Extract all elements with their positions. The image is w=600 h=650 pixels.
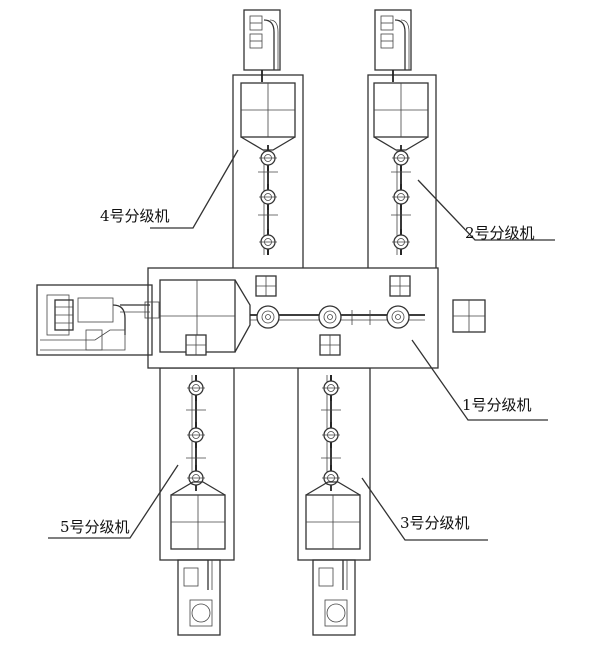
leader-lines (48, 149, 555, 541)
label-classifier-5: 5号分级机 (60, 518, 130, 536)
label-classifier-2: 2号分级机 (465, 224, 535, 242)
label-classifier-4: 4号分级机 (100, 207, 170, 225)
drive-motor-unit (36, 284, 160, 356)
classifier-2-unit (367, 9, 437, 271)
label-classifier-3: 3号分级机 (400, 514, 470, 532)
classifier-4-unit (232, 9, 304, 271)
label-classifier-1: 1号分级机 (462, 396, 532, 414)
classifier-5-unit (159, 367, 235, 636)
classifier-1-unit (147, 267, 439, 369)
vent-box-right (452, 299, 486, 333)
classifier-3-unit (297, 367, 371, 636)
